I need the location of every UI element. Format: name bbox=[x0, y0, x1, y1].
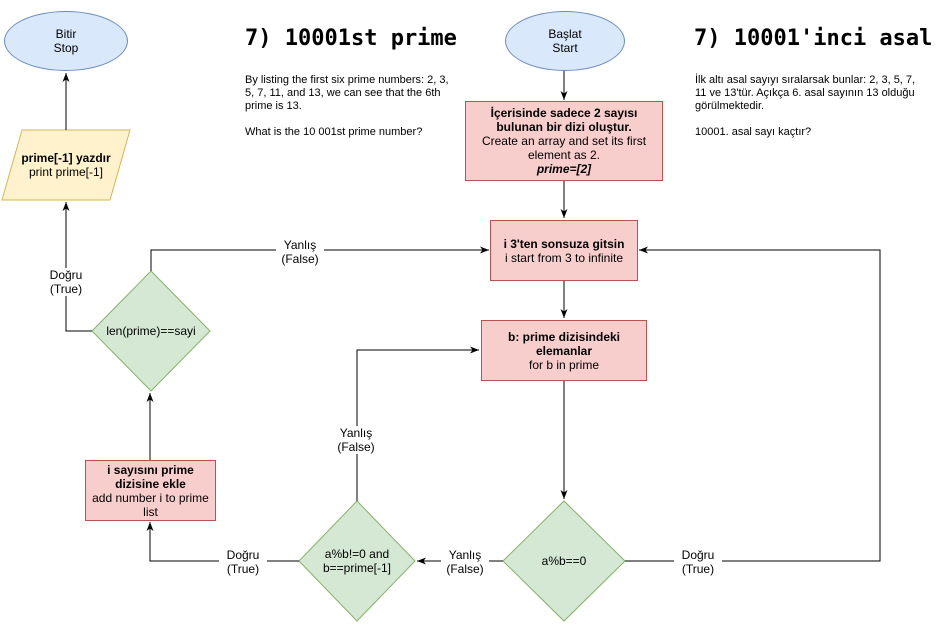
edge-mod-true bbox=[625, 246, 881, 562]
start-label-tr: Başlat bbox=[548, 27, 582, 41]
edge-label-mod-false: Yanlış (False) bbox=[441, 548, 489, 576]
start-terminal: Başlat Start bbox=[505, 11, 625, 71]
edge-label-len-false-en: (False) bbox=[281, 252, 319, 266]
init-label-en: Create an array and set its first elemen… bbox=[481, 134, 647, 162]
init-process: İçerisinde sadece 2 sayısı bulunan bir d… bbox=[465, 101, 663, 181]
stop-terminal: Bitir Stop bbox=[4, 11, 128, 71]
decision-len-shape bbox=[91, 270, 211, 392]
edge-label-len-true-tr: Doğru bbox=[49, 268, 83, 282]
decision-prime-shape bbox=[298, 500, 416, 622]
edge-len-true bbox=[62, 202, 92, 332]
description-english-p1: By listing the first six prime numbers: … bbox=[245, 74, 449, 112]
print-label-en: print prime[-1] bbox=[28, 165, 104, 179]
decision-mod-label: a%b==0 bbox=[541, 554, 587, 568]
edge-len-false bbox=[150, 246, 489, 271]
stop-label-tr: Bitir bbox=[55, 27, 77, 41]
add-label-tr: i sayısını prime dizisine ekle bbox=[107, 462, 194, 491]
heading-turkish: 7) 10001'inci asal bbox=[694, 26, 933, 51]
decision-prime-label: a%b!=0 and b==prime[-1] bbox=[306, 547, 408, 575]
edge-label-mod-true-en: (True) bbox=[681, 562, 715, 576]
edge-label-len-true-en: (True) bbox=[49, 282, 83, 296]
edge-label-prime-false: Yanlış (False) bbox=[332, 426, 380, 454]
stop-label-en: Stop bbox=[53, 41, 79, 55]
edge-label-prime-true-en: (True) bbox=[226, 562, 260, 576]
add-label-en: add number i to prime list bbox=[92, 490, 209, 519]
decision-mod-shape bbox=[502, 500, 626, 622]
loop-i-label-en: i start from 3 to infinite bbox=[504, 250, 624, 265]
add-prime-process: i sayısını prime dizisine ekle add numbe… bbox=[85, 460, 216, 521]
description-english-p2: What is the 10 001st prime number? bbox=[245, 126, 423, 138]
description-turkish-p2: 10001. asal sayı kaçtır? bbox=[695, 126, 812, 138]
edge-label-mod-false-en: (False) bbox=[446, 562, 484, 576]
decision-len-label: len(prime)==sayi bbox=[106, 324, 196, 338]
edge-label-mod-true-tr: Doğru bbox=[681, 548, 715, 562]
edge-label-prime-true-tr: Doğru bbox=[226, 548, 260, 562]
description-english: By listing the first six prime numbers: … bbox=[245, 74, 457, 152]
edge-label-len-false-tr: Yanlış bbox=[283, 238, 317, 252]
io-print: prime[-1] yazdır print prime[-1] bbox=[14, 148, 118, 182]
loop-b-label-tr: b: prime dizisindeki elemanlar bbox=[507, 329, 621, 358]
edge-label-len-true: Doğru (True) bbox=[42, 268, 90, 296]
io-print-shape bbox=[1, 129, 131, 201]
edge-label-len-false: Yanlış (False) bbox=[276, 238, 324, 266]
heading-english: 7) 10001st prime bbox=[245, 26, 457, 51]
loop-i-label-tr: i 3'ten sonsuza gitsin bbox=[503, 236, 625, 251]
print-label-tr: prime[-1] yazdır bbox=[21, 151, 111, 165]
edge-label-mod-true: Doğru (True) bbox=[674, 548, 722, 576]
init-label-tr: İçerisinde sadece 2 sayısı bulunan bir d… bbox=[490, 106, 638, 134]
edge-label-prime-false-tr: Yanlış bbox=[339, 426, 373, 440]
start-label-en: Start bbox=[552, 41, 578, 55]
edge-label-prime-true: Doğru (True) bbox=[219, 548, 267, 576]
loop-i-process: i 3'ten sonsuza gitsin i start from 3 to… bbox=[490, 220, 638, 281]
edge-label-mod-false-tr: Yanlış bbox=[448, 548, 482, 562]
decision-prime-line1: a%b!=0 and bbox=[324, 547, 390, 561]
init-label-code: prime=[2] bbox=[536, 162, 592, 176]
decision-prime-line2: b==prime[-1] bbox=[322, 561, 392, 575]
edge-label-prime-false-en: (False) bbox=[337, 440, 375, 454]
description-turkish-p1: İlk altı asal sayıyı sıralarsak bunlar: … bbox=[695, 74, 916, 112]
loop-b-label-en: for b in prime bbox=[528, 357, 600, 372]
description-turkish: İlk altı asal sayıyı sıralarsak bunlar: … bbox=[695, 74, 927, 152]
loop-b-process: b: prime dizisindeki elemanlar for b in … bbox=[481, 320, 647, 381]
